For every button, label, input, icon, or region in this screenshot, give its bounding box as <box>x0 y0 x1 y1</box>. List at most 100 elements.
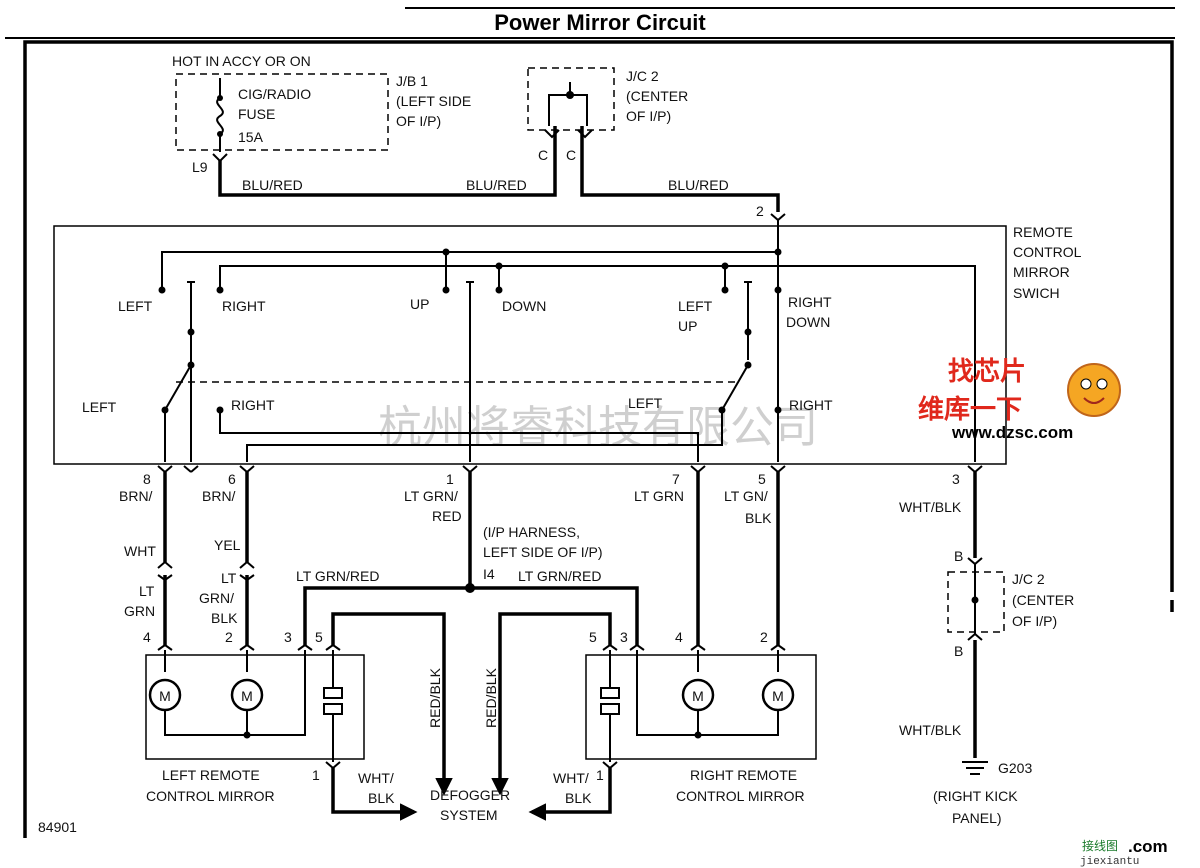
wl-wht: WHT <box>124 543 156 559</box>
label-down: DOWN <box>502 298 546 314</box>
wl-ltgn5: LT GN/ <box>724 488 768 504</box>
logo-url: www.dzsc.com <box>951 423 1073 442</box>
ground-g203: G203 (RIGHT KICK PANEL) <box>933 760 1032 826</box>
right-motor-2-label: M <box>772 688 784 704</box>
wl-blk5: BLK <box>745 510 772 526</box>
lm-pin1-connector-icon <box>325 761 341 770</box>
logo-mascot-eye-right <box>1096 378 1108 390</box>
wire-lt-grn-red-branch <box>303 586 639 645</box>
splice-line1: (I/P HARNESS, <box>483 524 580 540</box>
contact-right-down <box>774 286 782 294</box>
wire-blu-red-left <box>218 126 557 197</box>
jc2-pin-a: C <box>538 147 548 163</box>
jc2-right-node <box>971 596 979 604</box>
contact-down <box>495 286 503 294</box>
outer-frame <box>23 40 1174 838</box>
contact-left-up <box>721 286 729 294</box>
lm-pin3: 3 <box>284 629 292 645</box>
corner-cn: 接线图 <box>1082 838 1118 853</box>
switch-box <box>53 225 1007 465</box>
connector-pin6-icon <box>239 465 255 474</box>
wiper-left-node <box>187 328 195 336</box>
label-sel-right: RIGHT <box>231 397 275 413</box>
wl-ltgrn-a: LT GRN/ <box>404 488 458 504</box>
jc2-right: B B J/C 2 (CENTER OF I/P) <box>947 548 1074 659</box>
connector-l9-icon <box>212 153 228 163</box>
jc2-top-line2: (CENTER <box>626 88 688 104</box>
wl-ltgrnred-r: LT GRN/RED <box>518 568 602 584</box>
pin-6: 6 <box>228 471 236 487</box>
corner-url: jiexiantu <box>1080 856 1139 868</box>
wire-blu-red-right <box>580 126 780 212</box>
terminal-l9: L9 <box>192 159 208 175</box>
jb1-line3: OF I/P) <box>396 113 441 129</box>
selector-left-blade <box>164 364 192 411</box>
jc2-right-line3: OF I/P) <box>1012 613 1057 629</box>
wire-label-blu-red-1: BLU/RED <box>242 177 303 193</box>
corner-com: .com <box>1128 837 1168 856</box>
right-mirror: 5 3 4 2 M M 1 WHT/ BLK RIGHT REMOTE CONT… <box>528 629 817 821</box>
right-heater-icon <box>600 687 620 715</box>
defogger-line2: SYSTEM <box>440 807 498 823</box>
fuse-name: CIG/RADIO <box>238 86 311 102</box>
lm-pin5: 5 <box>315 629 323 645</box>
wl-grnblk: GRN/ <box>199 590 234 606</box>
connector-pin1-icon <box>462 465 478 474</box>
jc2-right-line1: J/C 2 <box>1012 571 1045 587</box>
rm-pin1-connector-icon <box>602 761 618 770</box>
jc2-top-node <box>566 91 574 99</box>
switch-name-line2: CONTROL <box>1013 244 1082 260</box>
wl-blk2: BLK <box>211 610 238 626</box>
jc2-right-pin-top: B <box>954 548 963 564</box>
splice-line2: LEFT SIDE OF I/P) <box>483 544 603 560</box>
fuse-node-top <box>217 95 223 101</box>
selector-left2-lead <box>246 410 723 462</box>
fuse-element-icon <box>216 97 224 135</box>
rm-return-node <box>694 731 702 739</box>
wl-ltgrnred-l: LT GRN/RED <box>296 568 380 584</box>
label-down2: DOWN <box>786 314 830 330</box>
wiper-left-icon <box>187 281 195 292</box>
figure-id: 84901 <box>38 819 77 835</box>
wl-brn2: BRN/ <box>202 488 236 504</box>
fuse-word: FUSE <box>238 106 275 122</box>
switch-bus-lower <box>219 265 976 462</box>
ground-line1: (RIGHT KICK <box>933 788 1018 804</box>
jc2-pin-a-icon <box>544 129 560 139</box>
rm-pin2: 2 <box>760 629 768 645</box>
wl-redblk-r: RED/BLK <box>483 667 499 728</box>
ground-icon <box>962 761 988 775</box>
remote-control-mirror-switch: REMOTE CONTROL MIRROR SWICH <box>53 220 1082 465</box>
lm-pin4: 4 <box>143 629 151 645</box>
switch-name-line3: MIRROR <box>1013 264 1070 280</box>
wire-label-blu-red-2: BLU/RED <box>466 177 527 193</box>
inline-connector-right-icon <box>239 560 255 582</box>
rm-common-return <box>636 650 779 736</box>
connector-pin3-icon <box>967 465 983 474</box>
switch-name-line1: REMOTE <box>1013 224 1073 240</box>
connector-pin5-icon <box>770 465 786 474</box>
rm-blk: BLK <box>565 790 592 806</box>
wiper-right-icon <box>744 281 752 292</box>
rm-ground-wire <box>528 768 612 821</box>
right-mirror-box <box>585 654 817 760</box>
switch-pin-2: 2 <box>756 203 764 219</box>
switch-bus-upper <box>161 251 778 288</box>
right-motor-1-label: M <box>692 688 704 704</box>
lm-wht: WHT/ <box>358 770 394 786</box>
pin-7: 7 <box>672 471 680 487</box>
connector-pin7-icon <box>690 465 706 474</box>
lm-pin2: 2 <box>225 629 233 645</box>
wl-whtblk-bot: WHT/BLK <box>899 722 962 738</box>
lm-pin1: 1 <box>312 767 320 783</box>
label-up2: UP <box>678 318 697 334</box>
wiper-right-node <box>744 328 752 336</box>
rm-name-line1: RIGHT REMOTE <box>690 767 797 783</box>
contact-left <box>158 286 166 294</box>
rm-pin5: 5 <box>589 629 597 645</box>
jc2-pin-b: C <box>566 147 576 163</box>
fuse-rating: 15A <box>238 129 264 145</box>
connector-pin2-icon <box>770 213 786 222</box>
left-motor-2-label: M <box>241 688 253 704</box>
label-up: UP <box>410 296 429 312</box>
